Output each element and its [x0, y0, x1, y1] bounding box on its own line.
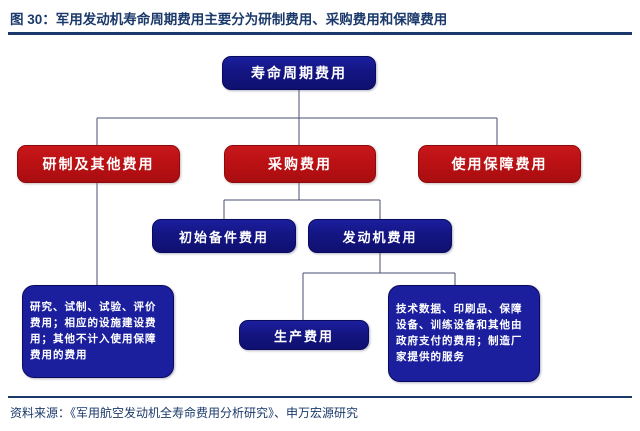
footer-divider: [8, 396, 632, 398]
node-initial-spares-cost[interactable]: 初始备件费用: [152, 219, 296, 253]
node-procurement-cost[interactable]: 采购费用: [224, 145, 376, 183]
note-rnd-cost-details: 研究、试制、试验、评价费用；相应的设施建设费用；其他不计入使用保障费用的费用: [22, 285, 174, 378]
source-note: 资料来源：《军用航空发动机全寿命费用分析研究》、申万宏源研究: [10, 406, 359, 420]
node-operation-support-cost[interactable]: 使用保障费用: [418, 145, 581, 183]
diagram-canvas: 寿命周期费用 研制及其他费用 采购费用 使用保障费用 初始备件费用 发动机费用 …: [0, 36, 640, 394]
note-engine-cost-details: 技术数据、印刷品、保障设备、训练设备和其他由政府支付的费用；制造厂家提供的服务: [388, 285, 540, 382]
connector-lines: [96, 90, 498, 320]
figure-title: 图 30：军用发动机寿命周期费用主要分为研制费用、采购费用和保障费用: [10, 12, 448, 27]
node-life-cycle-cost[interactable]: 寿命周期费用: [222, 56, 376, 90]
node-engine-cost[interactable]: 发动机费用: [308, 219, 452, 253]
node-rnd-and-other-cost[interactable]: 研制及其他费用: [17, 145, 180, 183]
header-divider: [8, 32, 632, 35]
node-production-cost[interactable]: 生产费用: [239, 320, 369, 350]
